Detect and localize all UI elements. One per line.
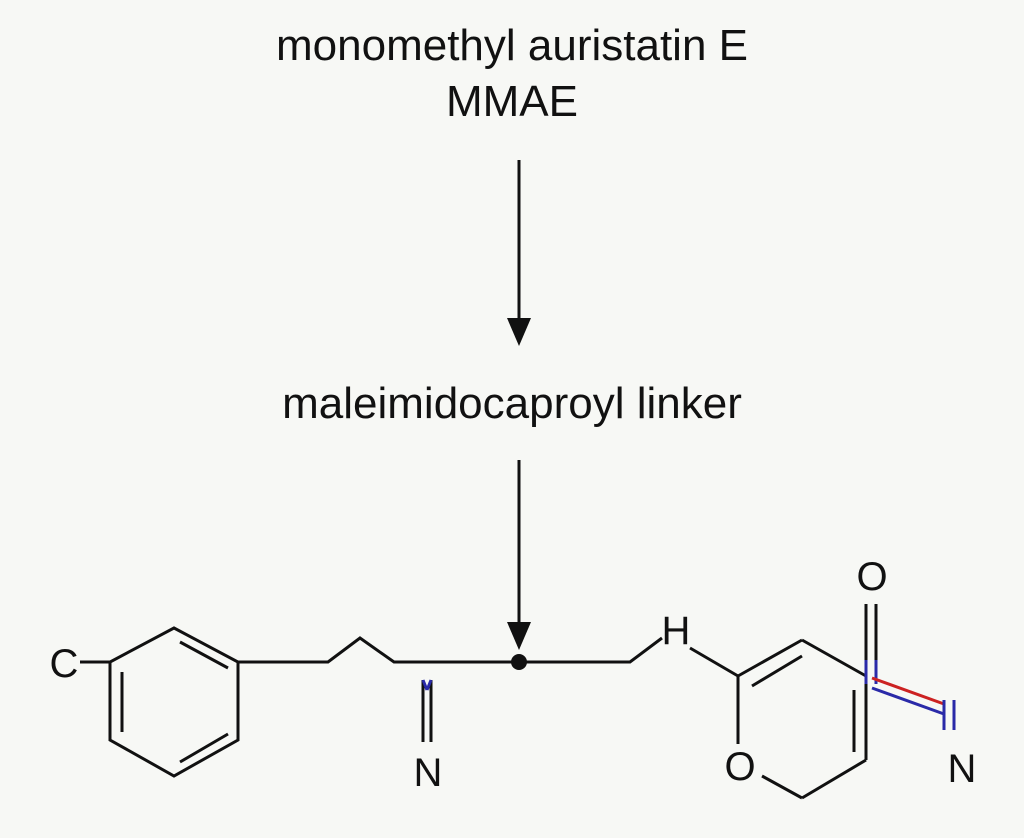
alkyl-chain [238, 636, 663, 664]
attachment-point [511, 654, 527, 670]
arrow-bottom [507, 460, 531, 650]
atom-o-ring: O [724, 745, 755, 789]
imine-bond [421, 679, 433, 742]
title-line-1: monomethyl auristatin E [276, 21, 748, 70]
carbonyl-bond [864, 604, 878, 684]
atom-n-bottom: N [414, 751, 443, 795]
linker-label: maleimidocaproyl linker [282, 379, 742, 428]
benzene-ring [108, 626, 240, 778]
atom-n-right: N [948, 747, 977, 791]
atom-h: H [662, 609, 691, 653]
atom-o-top: O [856, 555, 887, 599]
atom-c-left: C [50, 642, 79, 686]
arrow-top [507, 160, 531, 346]
title-line-2: MMAE [446, 77, 578, 126]
h-ring-bond [689, 646, 739, 678]
heterocycle-ring [736, 638, 868, 800]
nitrile-bond [871, 676, 956, 730]
